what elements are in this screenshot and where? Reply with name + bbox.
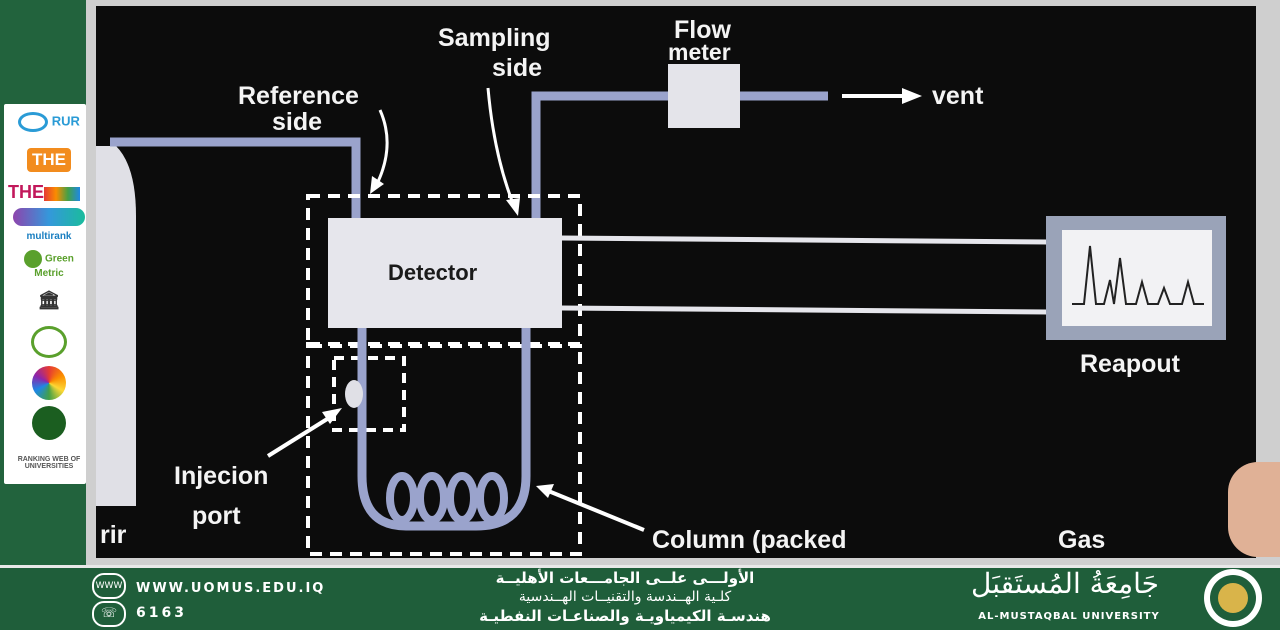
website-text[interactable]: WWW.UOMUS.EDU.IQ	[136, 581, 326, 596]
sampling-label-line1: Sampling	[438, 24, 551, 52]
sampling-arrow	[486, 87, 516, 207]
arabic-line-2: كلـية الهــندسة والتقنيــات الهــندسية	[518, 589, 732, 605]
column-tube	[357, 328, 531, 531]
column-label: Column (packed	[652, 526, 846, 554]
rur-logo: RUR	[12, 112, 86, 132]
readout-label: Reapout	[1080, 350, 1181, 378]
university-english-name: AL-MUSTAQBAL UNIVERSITY	[978, 611, 1160, 622]
vent-arrow-head	[902, 88, 922, 104]
flow-meter-box	[668, 64, 740, 128]
flow-label-line1: Flow	[674, 16, 731, 44]
reference-label-line1: Reference	[238, 82, 359, 110]
hand-photo	[1228, 462, 1280, 557]
injection-arrow-line	[266, 414, 334, 458]
injection-arrow-head	[322, 408, 342, 424]
diagram-board: rir Flow meter vent Detector	[96, 6, 1256, 558]
gc-diagram: rir Flow meter vent Detector	[96, 16, 1226, 556]
sampling-label-line2: side	[492, 54, 542, 82]
arabic-line-1: الأولـــى علــى الجامـــعات الأهليــة	[495, 569, 755, 587]
footer-divider	[0, 565, 1280, 568]
footer-bar: WWW WWW.UOMUS.EDU.IQ ☏ 6163 الأولـــى عل…	[0, 565, 1280, 630]
sdg-wheel-icon	[12, 366, 86, 405]
columns-icon: 🏛	[37, 290, 61, 310]
reference-arrow	[374, 109, 389, 187]
flow-label-line2: meter	[668, 39, 731, 65]
the-impact-logo: THE	[8, 182, 82, 203]
injection-box	[332, 356, 406, 432]
phone-icon: ☏	[92, 601, 126, 627]
the-logo: THE	[12, 148, 86, 172]
column-coils	[386, 472, 508, 524]
detector-box	[328, 218, 562, 328]
reference-label-line2: side	[272, 108, 322, 136]
arabic-line-3: هندسـة الكيمياويـة والصناعـات النفطيـة	[479, 607, 771, 625]
reference-tube	[110, 137, 361, 221]
vent-label: vent	[932, 82, 984, 110]
university-arabic-name: جَامِعَةُ المُستَقبَل	[970, 567, 1159, 600]
sampling-arrow-head	[506, 198, 520, 216]
www-icon: WWW	[92, 573, 126, 599]
arab-engineers-logo	[12, 406, 86, 445]
signal-line-top	[561, 235, 1049, 245]
reference-arrow-head	[370, 176, 384, 194]
multirank-logo: multirank	[12, 208, 86, 242]
injection-label-line1: Injecion	[174, 462, 268, 490]
injection-label-line2: port	[192, 502, 241, 530]
injection-septum	[345, 380, 363, 408]
detector-enclosure	[306, 194, 582, 348]
wreath-icon	[12, 326, 86, 363]
webometrics-logo: RANKING WEB OF UNIVERSITIES	[17, 456, 81, 470]
detector-label: Detector	[388, 260, 478, 285]
gas-reservoir-shape	[96, 146, 136, 506]
rankings-sidebar: RUR THE THE multirank Green Metric 🏛 RAN…	[4, 104, 86, 484]
column-arrow-head	[536, 484, 554, 498]
readout-screen	[1062, 230, 1212, 326]
column-arrow-line	[545, 488, 645, 532]
university-seal-icon	[1204, 569, 1262, 627]
gas-label: Gas	[1058, 526, 1105, 554]
chromatogram-trace	[1072, 245, 1204, 305]
greenmetric-logo: Green Metric	[12, 250, 86, 279]
signal-line-bottom	[561, 305, 1049, 315]
reservoir-label: rir	[100, 521, 127, 549]
sampling-tube	[531, 91, 668, 221]
phone-text[interactable]: 6163	[136, 605, 187, 621]
